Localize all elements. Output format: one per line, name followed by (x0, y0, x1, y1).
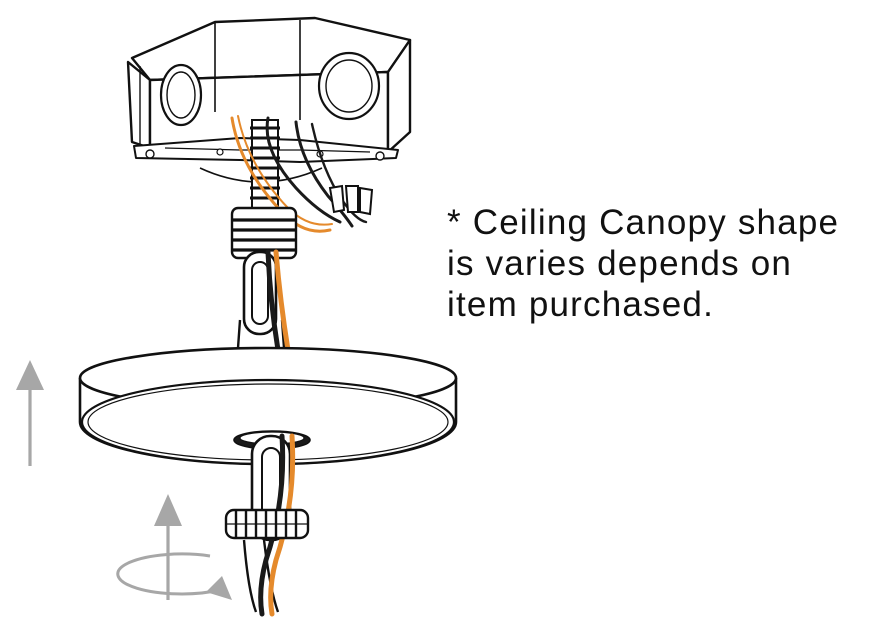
upper-chain (236, 250, 286, 349)
junction-box (126, 16, 412, 183)
threaded-stem (250, 119, 280, 213)
canopy-shape-note: * Ceiling Canopy shape is varies depends… (447, 202, 867, 325)
rotate-arrow-icon (116, 494, 232, 600)
lower-knurled-nut (224, 508, 310, 540)
wire-nuts (328, 184, 374, 216)
note-line-2: is varies depends on (447, 244, 793, 283)
note-line-3: item purchased. (447, 285, 715, 324)
lower-cord (258, 433, 296, 617)
upper-nut (230, 206, 298, 260)
up-arrow-icon (16, 360, 44, 466)
note-line-1: * Ceiling Canopy shape (447, 203, 840, 242)
upper-cord (265, 249, 291, 353)
